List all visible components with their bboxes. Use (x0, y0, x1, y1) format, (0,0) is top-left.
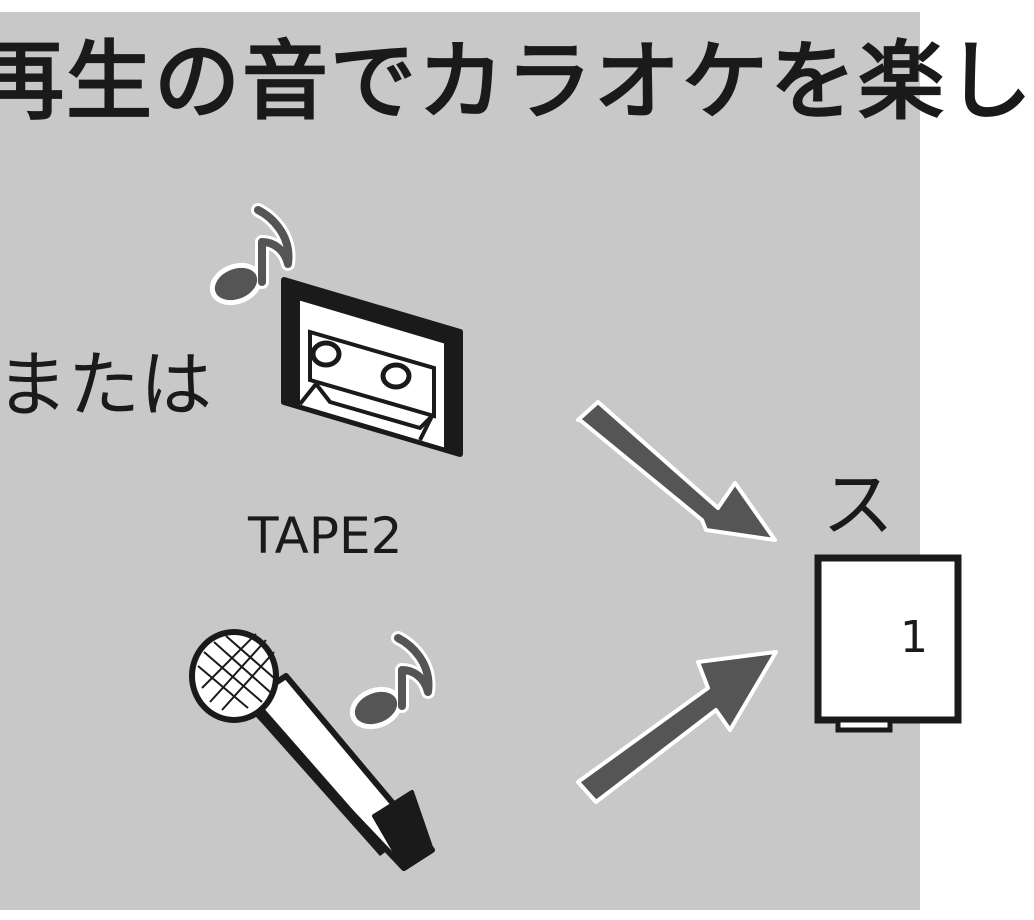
speaker-box-text: 1 (900, 612, 928, 663)
diagram-artwork (0, 12, 962, 910)
source-label: または (0, 343, 213, 427)
speaker-label: ス (822, 463, 895, 547)
headline: 再生の音でカラオケを楽し (0, 32, 1034, 132)
tape-label: TAPE2 (248, 507, 403, 565)
arrow-icon (576, 400, 777, 542)
panel-background (0, 12, 920, 910)
diagram-panel: 再生の音でカラオケを楽し または TAPE2 ス 1 (0, 12, 1032, 910)
speaker-box-icon (814, 554, 962, 733)
microphone-icon (189, 629, 435, 871)
diagram-canvas: 再生の音でカラオケを楽し または TAPE2 ス 1 (0, 12, 1032, 910)
music-note-icon (209, 203, 296, 306)
arrow-icon (576, 650, 778, 804)
cassette-tape-icon (281, 277, 463, 457)
music-note-icon (349, 631, 436, 730)
